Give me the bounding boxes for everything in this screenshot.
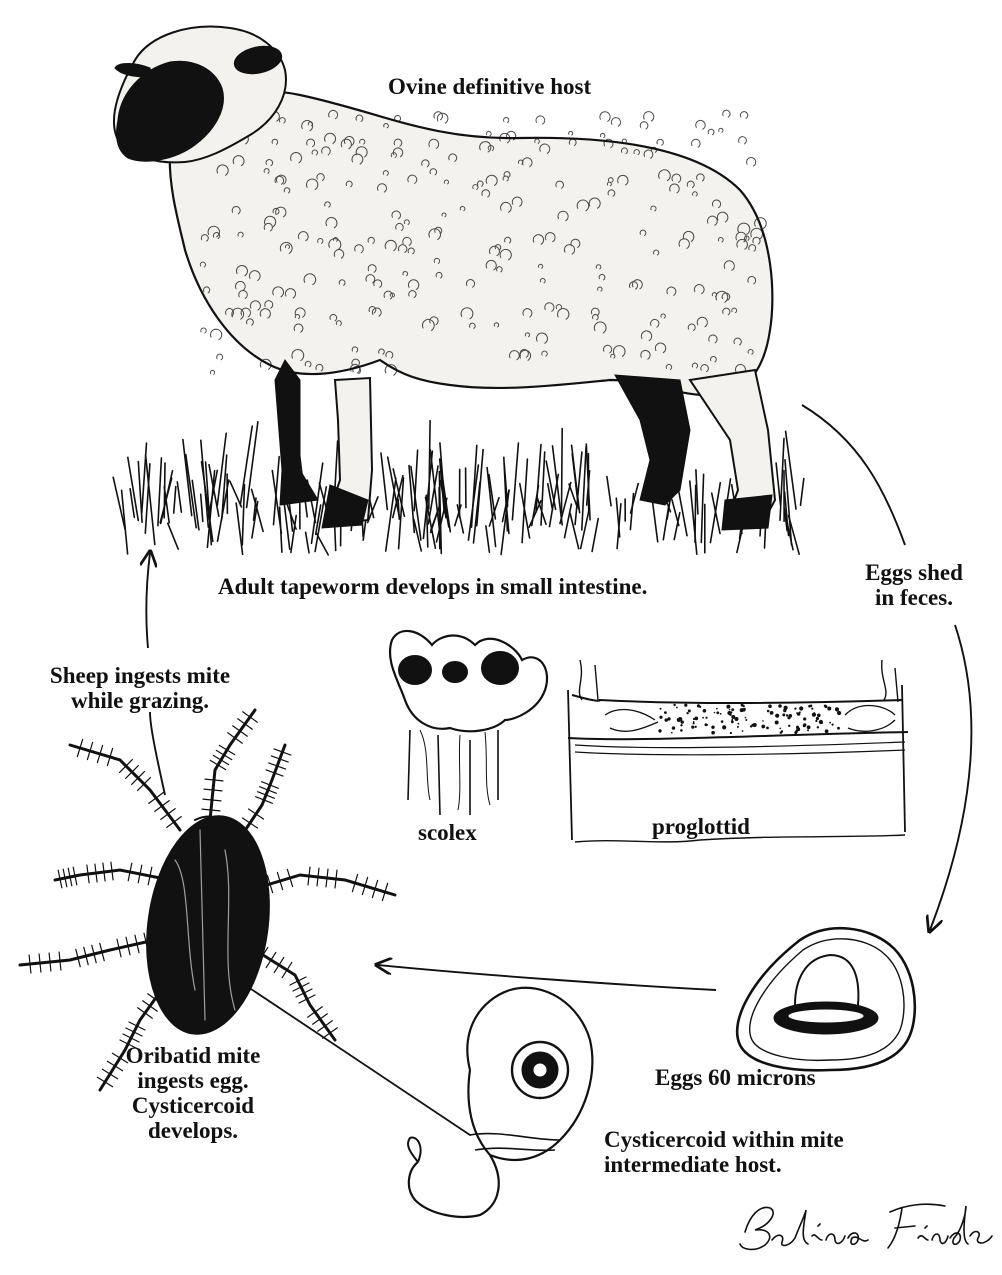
- label-adult-tapeworm: Adult tapeworm develops in small intesti…: [218, 574, 647, 599]
- arrow-sheep-to-eggs-shed: [802, 405, 905, 545]
- label-definitive-host: Ovine definitive host: [388, 74, 591, 99]
- label-proglottid: proglottid: [652, 814, 750, 839]
- label-cysticercoid-line-1: Cysticercoid within mite: [604, 1127, 844, 1152]
- label-eggs-shed-line-2: in feces.: [834, 585, 994, 610]
- label-mite-line-1: Oribatid mite: [96, 1043, 290, 1068]
- artist-signature: [740, 1204, 992, 1249]
- arrow-mite-to-sheep: [150, 712, 165, 795]
- sheep-body: [170, 91, 773, 395]
- sheep-front-leg-left: [275, 360, 318, 505]
- sheep-hind-leg-left: [615, 375, 690, 505]
- label-mite-line-2: ingests egg.: [96, 1068, 290, 1093]
- label-cysticercoid-line-2: intermediate host.: [604, 1152, 844, 1177]
- egg-drawing: [737, 928, 915, 1070]
- label-scolex: scolex: [418, 820, 477, 845]
- label-mite-line-4: develops.: [96, 1118, 290, 1143]
- label-oribatid-mite: Oribatid mite ingests egg. Cysticercoid …: [96, 1043, 290, 1143]
- label-cysticercoid-in-mite: Cysticercoid within mite intermediate ho…: [604, 1127, 844, 1177]
- label-mite-line-3: Cysticercoid: [96, 1093, 290, 1118]
- label-eggs-shed-line-1: Eggs shed: [834, 560, 994, 585]
- scolex-drawing: [390, 631, 547, 815]
- sheep-drawing: [113, 27, 804, 555]
- cysticercoid-drawing: [408, 988, 592, 1217]
- label-egg-size: Eggs 60 microns: [655, 1065, 816, 1090]
- label-sheep-ingests-line-1: Sheep ingests mite: [20, 663, 260, 688]
- arrow-egg-to-mite: [378, 965, 716, 990]
- label-sheep-ingests-mite: Sheep ingests mite while grazing.: [20, 663, 260, 713]
- arrow-eggs-shed-to-egg: [930, 625, 971, 930]
- label-eggs-shed: Eggs shed in feces.: [834, 560, 994, 610]
- grass-drawing: [113, 421, 804, 555]
- label-sheep-ingests-line-2: while grazing.: [20, 688, 260, 713]
- arrow-sheep-ingests: [146, 553, 150, 648]
